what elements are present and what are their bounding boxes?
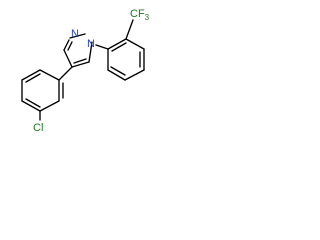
bond-l-2 (39, 100, 60, 112)
bond-r-2-double (110, 66, 126, 76)
bond-r-3 (124, 69, 145, 81)
bond-l-6 (39, 69, 60, 81)
atom-n2-label: N (71, 28, 79, 40)
bond-r-2 (107, 69, 126, 81)
bond-l-5 (21, 69, 41, 81)
bond-r-5 (125, 38, 145, 50)
molecule-diagram: N N Cl CF3 (0, 0, 163, 136)
trifluoromethylphenyl-ring (107, 38, 145, 81)
chlorophenyl-ring (21, 69, 64, 112)
trifluoromethyl-subscript: 3 (145, 13, 150, 22)
trifluoromethyl-label: CF3 (130, 8, 150, 22)
bond-aryl-cf3 (125, 19, 134, 40)
bond-l-3-double (25, 98, 41, 108)
bond-c3-n2-double (67, 41, 73, 51)
bond-r-6-double (111, 42, 127, 52)
bond-c5-c4-double (73, 58, 87, 64)
bond-l-3 (21, 100, 41, 112)
trifluoromethyl-text: CF (130, 8, 145, 20)
bond-n-n (69, 33, 86, 39)
bond-n1-aryl (95, 44, 109, 50)
bond-c4-aryl (58, 66, 73, 81)
bond-r-6 (107, 38, 127, 50)
bond-l-5-double (25, 73, 41, 83)
bond-c5-c4 (71, 61, 90, 68)
pyrazole-ring (63, 33, 93, 68)
atom-chlorine-label: Cl (33, 122, 43, 134)
bond-c3-n2 (63, 39, 70, 51)
bond-n1-c5 (88, 41, 93, 63)
bond-c4-c3 (63, 49, 73, 68)
atom-n1-label: N (87, 38, 95, 50)
structure-svg: N N Cl CF3 (21, 8, 150, 134)
